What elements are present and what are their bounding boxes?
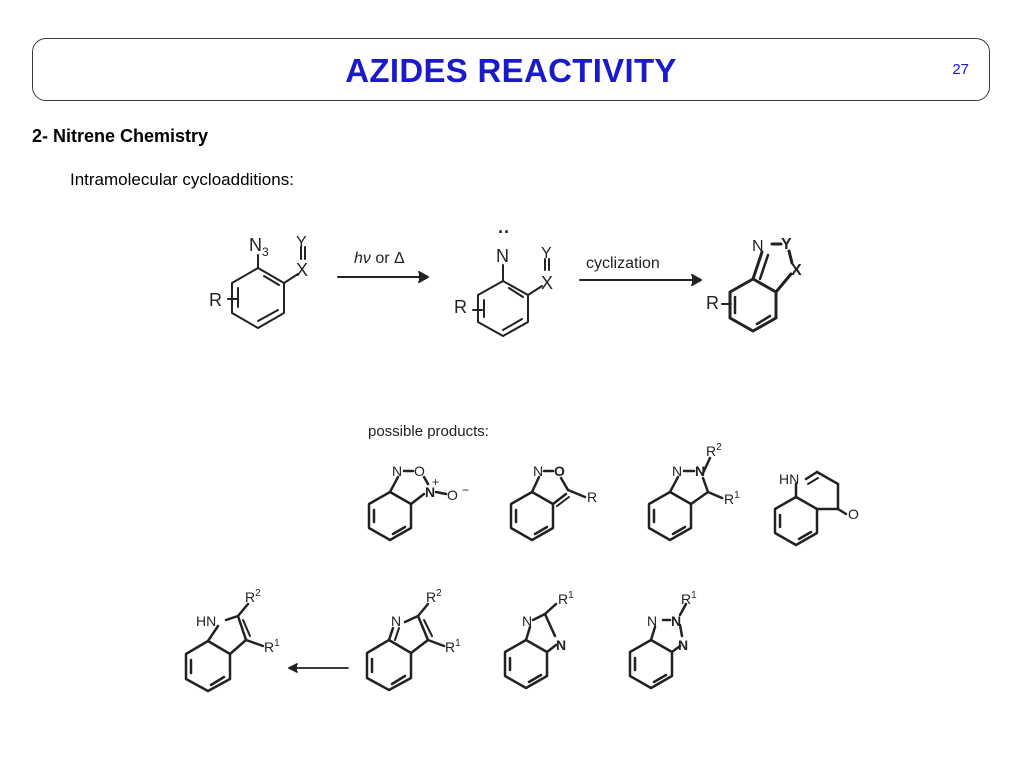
prod-b-r: R	[587, 489, 597, 505]
azide-n-label: N	[249, 235, 262, 255]
prod-f-r2: R2	[426, 588, 442, 605]
reaction-arrow-back	[288, 663, 349, 673]
prod-f-r1: R1	[445, 638, 461, 655]
product-benzimidazole	[503, 602, 558, 690]
possible-products-label: possible products:	[368, 423, 489, 440]
prod-b-o: O	[554, 463, 565, 479]
atom-r-3: R	[706, 293, 719, 313]
atom-r-2: R	[454, 297, 467, 317]
product-quinolone	[773, 470, 848, 547]
prod-h-n1: N	[647, 613, 657, 629]
prod-g-n2: N	[556, 637, 566, 653]
subheading: Intramolecular cycloadditions:	[70, 170, 294, 189]
arrow2-label: cyclization	[586, 255, 660, 272]
azide-subscript: 3	[262, 245, 269, 259]
product-benzotriazole	[628, 602, 688, 690]
product-indazole	[647, 456, 724, 542]
slide-number: 27	[952, 61, 969, 78]
product-indole	[184, 602, 265, 693]
prod-f-n: N	[391, 613, 401, 629]
prod-g-r1: R1	[558, 590, 574, 607]
nitrene-n-label: N	[496, 246, 509, 266]
prod-b-n: N	[533, 463, 543, 479]
atom-x-2: X	[541, 273, 553, 293]
ring-x-label: X	[791, 262, 802, 279]
prod-e-hn: HN	[196, 613, 216, 629]
reaction-arrow-1	[337, 271, 429, 283]
prod-d-o: O	[848, 506, 859, 522]
nitrene-dots: ··	[498, 222, 510, 242]
arrow1-label: hν or Δ	[354, 250, 405, 267]
slide-title: AZIDES REACTIVITY	[345, 52, 677, 89]
prod-a-n2: N	[425, 484, 435, 500]
prod-g-n1: N	[522, 613, 532, 629]
nitrene-structure	[472, 258, 550, 337]
fused-heterocycle-structure	[721, 242, 794, 333]
aryl-azide-structure	[227, 246, 306, 329]
prod-c-r1: R1	[724, 490, 740, 507]
prod-c-n1: N	[672, 463, 682, 479]
prod-c-r2: R2	[706, 442, 722, 459]
prod-h-n2: N	[671, 613, 681, 629]
prod-e-r2: R2	[245, 588, 261, 605]
product-3h-indole	[365, 602, 446, 692]
prod-a-o2: O	[447, 487, 458, 503]
atom-y-2: Y	[541, 245, 552, 262]
product-benzofuroxan	[367, 469, 448, 542]
reaction-arrow-2	[579, 274, 702, 286]
prod-c-n2: N	[695, 463, 705, 479]
prod-a-minus: −	[462, 483, 469, 497]
prod-h-r1: R1	[681, 590, 697, 607]
atom-r-1: R	[209, 290, 222, 310]
section-heading: 2- Nitrene Chemistry	[32, 126, 209, 146]
prod-e-r1: R1	[264, 638, 280, 655]
atom-x-1: X	[296, 260, 308, 280]
prod-a-plus: +	[432, 475, 439, 489]
atom-y-1: Y	[296, 234, 307, 251]
title-box: AZIDES REACTIVITY 27	[32, 38, 990, 101]
ring-y-label: Y	[781, 236, 792, 253]
prod-a-o1: O	[414, 463, 425, 479]
product-anthranil	[509, 469, 587, 542]
prod-h-n3: N	[678, 637, 688, 653]
ring-n-label: N	[752, 238, 764, 255]
prod-d-hn: HN	[779, 471, 799, 487]
prod-a-n1: N	[392, 463, 402, 479]
